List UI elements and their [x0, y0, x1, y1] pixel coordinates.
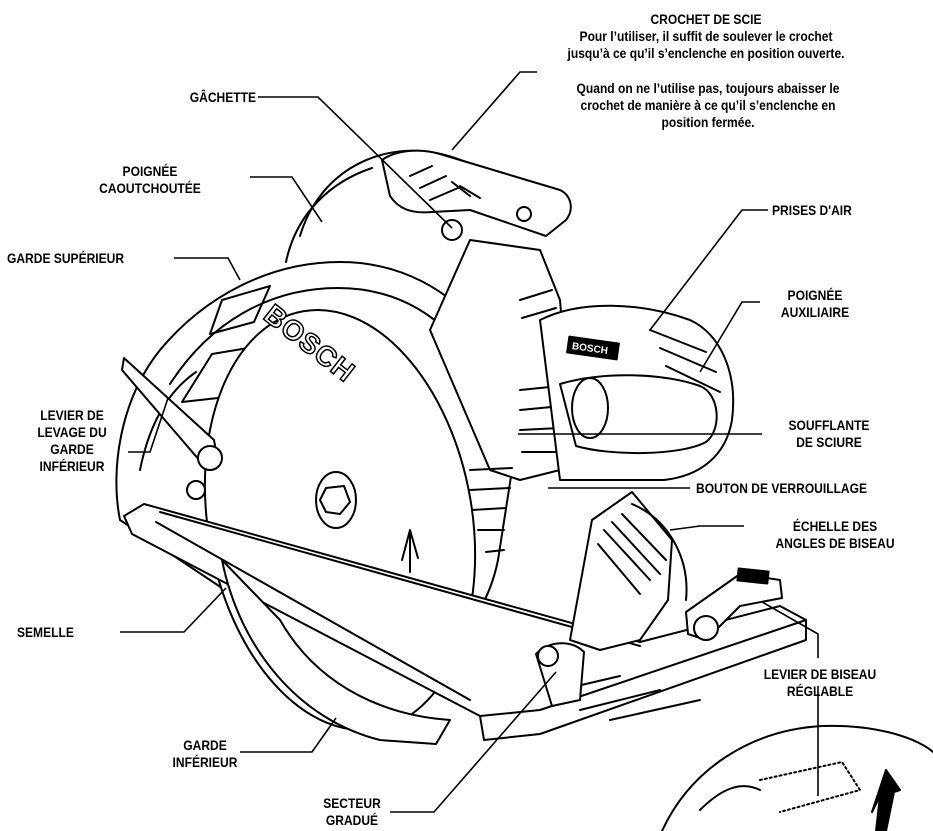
leader-semelle: [120, 587, 227, 633]
crochet-line2: jusqu’à ce qu’il s’enclenche en position…: [567, 45, 845, 61]
bevel-lever-tab: [736, 567, 770, 585]
garde-inferieur-line1: GARDE: [183, 737, 227, 753]
leader-poignee-caoutchoutee: [250, 176, 323, 223]
label-semelle: SEMELLE: [17, 624, 112, 641]
poignee-caoutchoutee-line1: POIGNÉE: [122, 163, 178, 179]
levier-biseau-line2: RÉGLABLE: [786, 683, 854, 699]
bevel-bracket-hatch: [597, 513, 667, 595]
inset-circle: [661, 724, 933, 831]
bouton-verrouillage-text: BOUTON DE VERROUILLAGE: [696, 480, 868, 496]
air-intake-lines: [649, 329, 721, 393]
levier-levage-line1: LEVIER DE: [40, 407, 104, 423]
lower-guard: [221, 559, 451, 745]
levier-biseau-line1: LEVIER DE BISEAU: [763, 666, 877, 682]
poignee-auxiliaire-line2: AUXILIAIRE: [780, 304, 850, 320]
inset-detail: [699, 785, 761, 811]
crochet-line5: position fermée.: [661, 114, 755, 130]
handle-grip-ribs: [409, 165, 481, 201]
secteur-gradue-line2: GRADUÉ: [325, 812, 379, 828]
garde-superieur-text: GARDE SUPÉRIEUR: [7, 250, 125, 266]
leader-levier-levage: [128, 397, 169, 453]
soufflante-line1: SOUFFLANTE: [788, 417, 870, 433]
levier-levage-line2: LEVAGE DU: [37, 424, 107, 440]
label-levier-biseau: LEVIER DE BISEAU RÉGLABLE: [753, 666, 887, 700]
blower-vents: [469, 467, 513, 553]
label-levier-levage: LEVIER DE LEVAGE DU GARDE INFÉRIEUR: [22, 407, 122, 475]
blade-arbor-nut: [319, 485, 351, 515]
rear-guard-edge: [285, 167, 373, 263]
label-prises-dair: PRISES D'AIR: [772, 202, 901, 219]
label-crochet-de-scie: CROCHET DE SCIE Pour l’utiliser, il suff…: [517, 11, 895, 62]
label-secteur-gradue: SECTEUR GRADUÉ: [309, 795, 395, 829]
gachette-text: GÂCHETTE: [189, 89, 256, 105]
prises-dair-text: PRISES D'AIR: [772, 202, 852, 218]
leader-garde-inferieur: [240, 717, 337, 753]
bevel-scale-arc: [631, 503, 688, 601]
label-bouton-verrouillage: BOUTON DE VERROUILLAGE: [696, 480, 899, 497]
lever-pivot-2: [186, 480, 206, 500]
leader-prises-dair: [649, 209, 768, 331]
leader-echelle: [669, 525, 744, 531]
motor-badge-text: BOSCH: [571, 341, 608, 357]
secteur-gradue-line1: SECTEUR: [323, 795, 381, 811]
echelle-angles-line1: ÉCHELLE DES: [792, 518, 878, 534]
sector-knob: [537, 645, 559, 667]
label-garde-inferieur: GARDE INFÉRIEUR: [158, 737, 253, 771]
label-poignee-auxiliaire: POIGNÉE AUXILIAIRE: [761, 287, 869, 321]
housing-ribs: [519, 289, 563, 453]
leader-secteur: [390, 671, 557, 813]
label-poignee-caoutchoutee: POIGNÉE CAOUTCHOUTÉE: [74, 163, 225, 197]
main-handle: [381, 149, 572, 237]
trigger-pin: [441, 219, 463, 241]
shoe-inner-rail: [155, 511, 641, 701]
leader-garde-superieur: [174, 257, 241, 281]
shoe-front-edge: [479, 619, 807, 741]
label-garde-superieur: GARDE SUPÉRIEUR: [7, 250, 153, 267]
blade-direction-arrow: [401, 529, 419, 573]
levier-levage-line3: GARDE: [50, 441, 94, 457]
label-crochet-usage: Quand on ne l’utilise pas, toujours abai…: [538, 80, 879, 131]
blade-arbor-outer: [315, 471, 357, 529]
lever-pivot: [197, 445, 223, 471]
inset-arrow: [871, 769, 901, 831]
crochet-line4: crochet de manière à ce qu’il s’enclench…: [580, 97, 836, 113]
inset-lever-dotted: [759, 761, 861, 813]
leader-gachette: [258, 96, 453, 229]
label-soufflante: SOUFFLANTE DE SCIURE: [775, 417, 883, 451]
aux-handle-knob: [571, 377, 609, 439]
guard-window-2: [209, 285, 271, 335]
saw-hook-end: [516, 206, 532, 222]
leader-crochet: [451, 71, 537, 151]
levier-levage-line4: INFÉRIEUR: [39, 458, 105, 474]
garde-inferieur-line2: INFÉRIEUR: [172, 754, 238, 770]
crochet-line1: Pour l’utiliser, il suffit de soulever l…: [579, 28, 833, 44]
leader-poignee-auxiliaire: [699, 301, 760, 373]
echelle-angles-line2: ANGLES DE BISEAU: [775, 535, 895, 551]
soufflante-line2: DE SCIURE: [796, 434, 862, 450]
bevel-knob: [693, 615, 719, 641]
label-gachette: GÂCHETTE: [105, 89, 256, 106]
crochet-title: CROCHET DE SCIE: [650, 11, 762, 27]
motor-badge: [566, 335, 620, 361]
leader-levier-biseau: [761, 601, 819, 658]
semelle-text: SEMELLE: [17, 624, 74, 640]
poignee-auxiliaire-line1: POIGNÉE: [787, 287, 843, 303]
poignee-caoutchoutee-line2: CAOUTCHOUTÉE: [99, 180, 201, 196]
label-echelle-angles: ÉCHELLE DES ANGLES DE BISEAU: [753, 518, 916, 552]
crochet-line3: Quand on ne l’utilise pas, toujours abai…: [576, 80, 840, 96]
